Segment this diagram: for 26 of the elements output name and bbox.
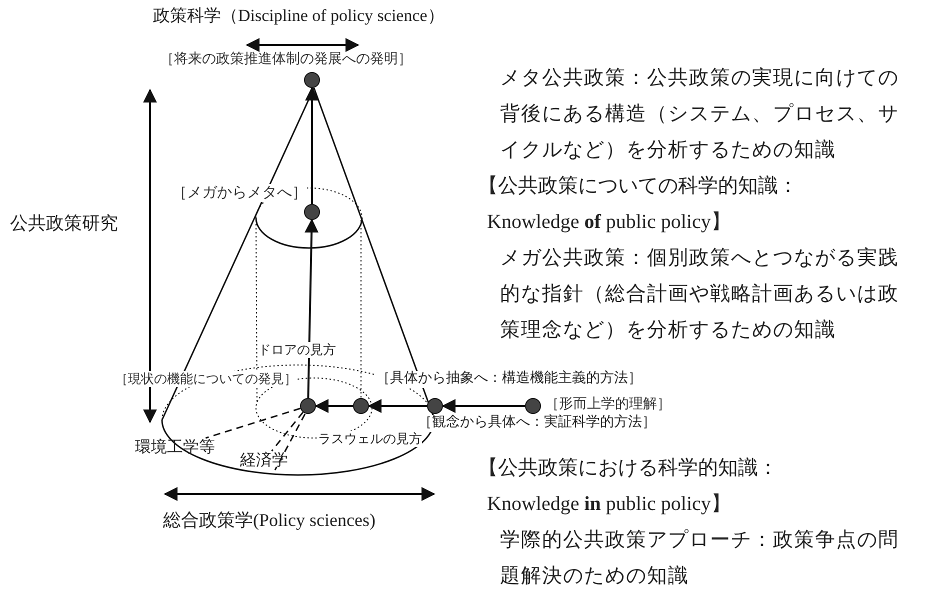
heading: Knowledge in public policy】: [487, 492, 731, 517]
arrow: [442, 399, 525, 413]
view-label: ラスウェルの見方: [318, 431, 422, 447]
description-text: 学際的公共政策アプローチ：政策争点の問題解決のための知識: [500, 528, 900, 589]
dot: [427, 398, 443, 414]
heading: 【公共政策についての科学的知識：: [478, 174, 798, 199]
description-text: メタ公共政策：公共政策の実現に向けての背後にある構造（システム、プロセス、サイクルなど）を分析するための知識: [500, 66, 900, 163]
arrow: [314, 399, 353, 413]
heading: Knowledge of public policy】: [487, 210, 731, 235]
axis-label: 総合政策学(Policy sciences): [163, 510, 376, 532]
dot: [525, 398, 541, 414]
arrow: [305, 86, 319, 204]
dashed-line: [205, 408, 301, 439]
arrow: [368, 399, 427, 413]
dashed-line: [271, 412, 304, 452]
dot: [304, 204, 320, 220]
heading: 【公共政策における科学的知識：: [478, 456, 778, 481]
discipline-label: 環境工学等: [135, 438, 215, 458]
dot: [353, 398, 369, 414]
dot: [304, 72, 320, 88]
axis-label: 公共政策研究: [10, 213, 118, 235]
description-text: メガ公共政策：個別政策へとつながる実践的な指針（総合計画や戦略計画あるいは政策理念など）を分析するための知識: [500, 246, 900, 343]
dot: [300, 398, 316, 414]
title: 政策科学（Discipline of policy science）: [153, 6, 444, 26]
discipline-label: 経済学: [240, 451, 288, 470]
arrow: [304, 218, 319, 398]
